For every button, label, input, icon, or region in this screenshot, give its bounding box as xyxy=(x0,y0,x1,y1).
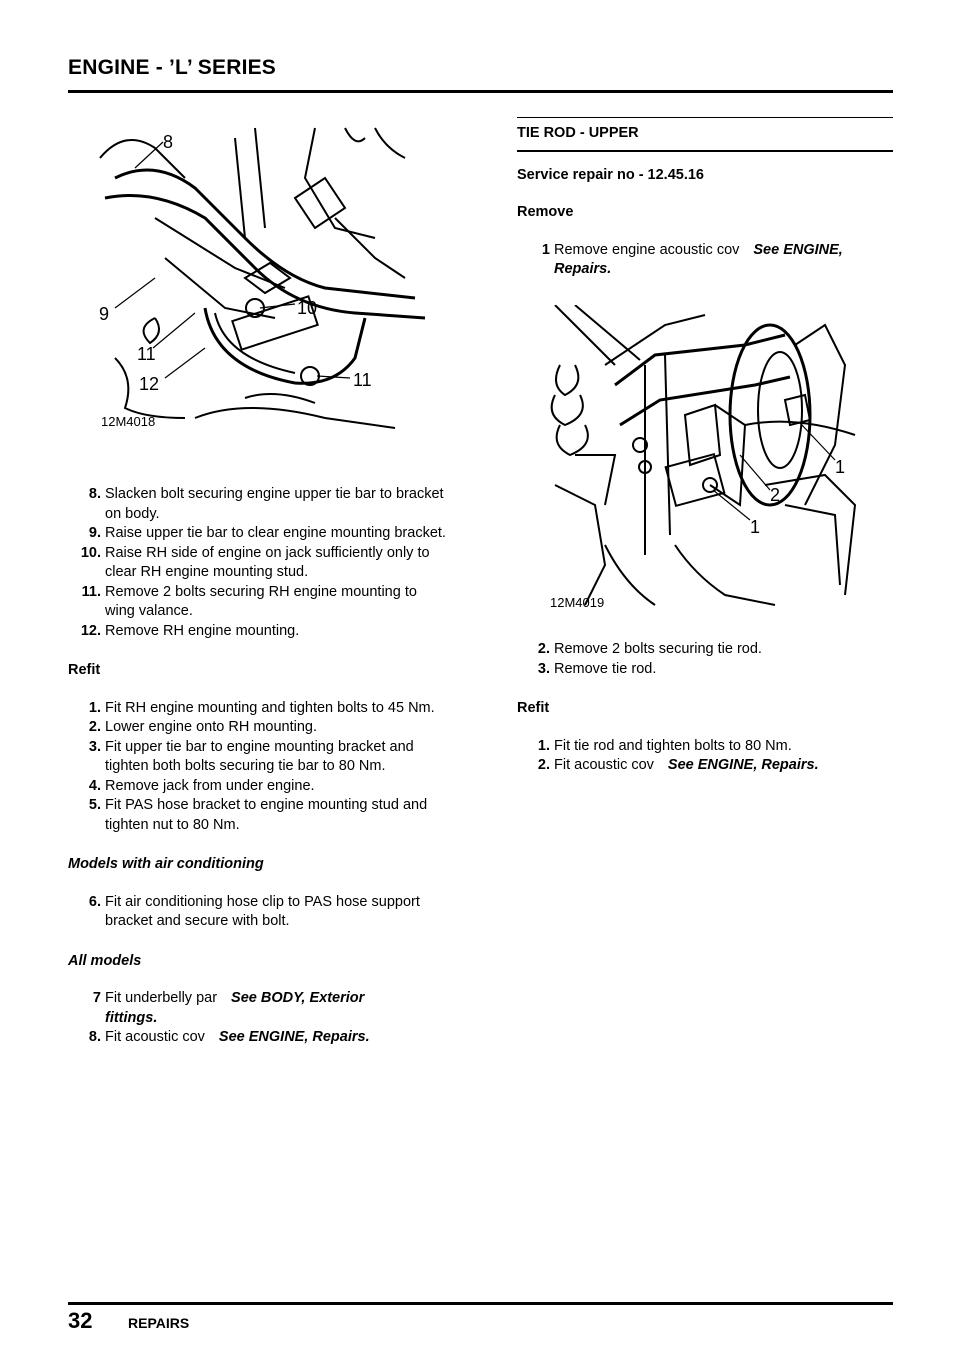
section-rule-top xyxy=(517,117,893,118)
callout-2: 2 xyxy=(770,485,780,505)
callout-9: 9 xyxy=(99,304,109,324)
list-item: 2.Remove 2 bolts securing tie rod. xyxy=(537,641,762,657)
remove-heading: Remove xyxy=(517,204,574,220)
refit-steps-list: 1.Fit tie rod and tighten bolts to 80 Nm… xyxy=(517,737,893,776)
cross-reference: See BODY, Exterior xyxy=(231,990,365,1006)
cross-reference: See ENGINE, xyxy=(753,241,843,258)
callout-8: 8 xyxy=(163,132,173,152)
list-item: 4.Remove jack from under engine. xyxy=(88,777,315,794)
cross-reference: See ENGINE, Repairs. xyxy=(218,1029,370,1045)
aircon-steps-list: 6.Fit air conditioning hose clip to PAS … xyxy=(68,893,448,932)
cross-reference-cont: fittings. xyxy=(105,1009,158,1026)
callout-11-left: 11 xyxy=(137,344,156,364)
remove-steps-list: 2.Remove 2 bolts securing tie rod. 3.Rem… xyxy=(517,640,893,679)
remove-steps-list: 8.Slacken bolt securing engine upper tie… xyxy=(68,485,448,641)
list-item: 5.Fit PAS hose bracket to engine mountin… xyxy=(88,797,428,833)
cross-reference-cont: Repairs. xyxy=(554,261,612,277)
list-item: 2.Lower engine onto RH mounting. xyxy=(88,719,317,735)
all-models-heading: All models xyxy=(68,952,142,969)
callout-1-bottom: 1 xyxy=(750,517,760,537)
figure-engine-mounting: 8 9 10 11 11 12 12M4018 xyxy=(99,127,426,429)
figure-tie-rod: 1 2 1 12M4019 xyxy=(550,305,857,610)
callout-10: 10 xyxy=(297,298,317,318)
list-item: 1.Fit RH engine mounting and tighten bol… xyxy=(88,699,435,716)
list-item: 12.Remove RH engine mounting. xyxy=(80,622,300,639)
right-column-lower: 2.Remove 2 bolts securing tie rod. 3.Rem… xyxy=(517,640,893,776)
section-rule-bottom xyxy=(517,149,893,152)
figure-ref: 12M4019 xyxy=(550,595,604,610)
page-header-title: ENGINE - ’L’ SERIES xyxy=(68,56,277,79)
list-item: 3.Remove tie rod. xyxy=(537,660,657,677)
list-item: 6.Fit air conditioning hose clip to PAS … xyxy=(88,893,420,930)
page-number: 32 xyxy=(68,1308,93,1333)
footer-section-label: REPAIRS xyxy=(128,1315,190,1331)
service-repair-number: Service repair no - 12.45.16 xyxy=(517,166,704,183)
left-column: 8.Slacken bolt securing engine upper tie… xyxy=(68,485,448,1048)
figure-ref: 12M4018 xyxy=(101,414,155,429)
aircon-heading: Models with air conditioning xyxy=(68,856,264,872)
list-item: 11.Remove 2 bolts securing RH engine mou… xyxy=(81,583,417,620)
footer-rule xyxy=(68,1302,893,1305)
right-column: TIE ROD - UPPER Service repair no - 12.4… xyxy=(517,117,893,280)
list-item: 1.Fit tie rod and tighten bolts to 80 Nm… xyxy=(537,737,792,754)
list-item: 8.Slacken bolt securing engine upper tie… xyxy=(88,486,444,522)
list-item: 10.Raise RH side of engine on jack suffi… xyxy=(80,544,430,581)
section-title: TIE ROD - UPPER xyxy=(517,125,639,141)
refit-heading: Refit xyxy=(68,662,101,678)
refit-steps-list: 1.Fit RH engine mounting and tighten bol… xyxy=(68,699,448,836)
cross-reference: See ENGINE, Repairs. xyxy=(667,757,819,773)
refit-heading: Refit xyxy=(517,700,550,716)
list-item: 9.Raise upper tie bar to clear engine mo… xyxy=(88,525,446,541)
list-item: 3.Fit upper tie bar to engine mounting b… xyxy=(88,738,414,775)
callout-1-top: 1 xyxy=(835,457,845,477)
callout-11-right: 11 xyxy=(353,370,372,390)
callout-12: 12 xyxy=(139,374,159,394)
header-rule xyxy=(68,90,893,93)
